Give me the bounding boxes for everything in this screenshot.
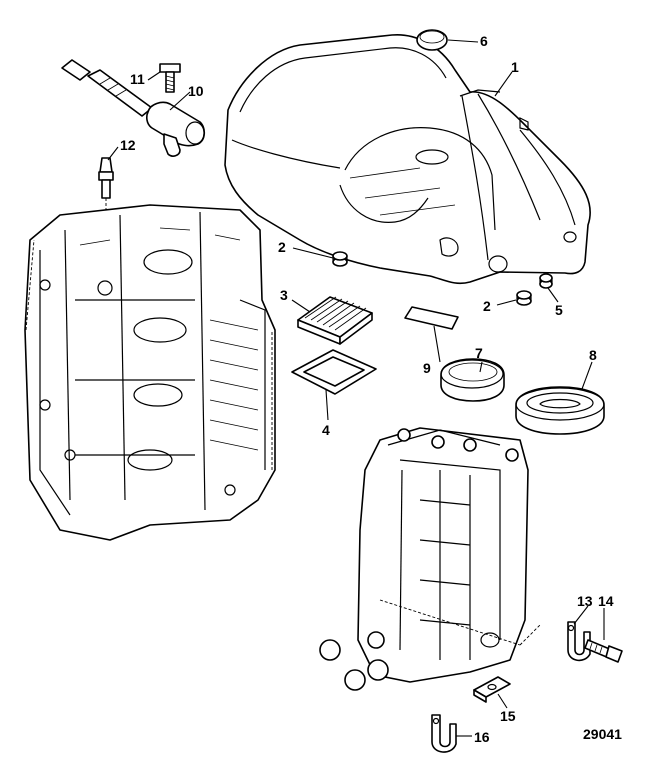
grommet-part-2-lower	[516, 290, 532, 306]
callout-1: 1	[511, 59, 519, 75]
callout-11: 11	[130, 71, 145, 87]
leader-1	[494, 71, 513, 97]
grommet-part-5	[539, 273, 553, 289]
callout-9: 9	[423, 360, 431, 376]
figure-number: 29041	[583, 726, 622, 742]
leader-7	[479, 361, 483, 373]
callout-16: 16	[474, 729, 490, 745]
seal-part-7	[440, 358, 505, 402]
seal-part-8	[515, 386, 605, 435]
callout-leaders	[107, 39, 605, 737]
callout-8: 8	[589, 347, 597, 363]
leader-6	[447, 39, 479, 43]
plug-part-6	[416, 29, 448, 51]
screw-part-11	[159, 63, 181, 93]
leader-8	[581, 361, 593, 390]
leader-3	[291, 299, 311, 313]
engine-block	[24, 204, 276, 541]
callout-13: 13	[577, 593, 593, 609]
callout-6: 6	[480, 33, 488, 49]
label-part-9	[404, 306, 459, 330]
sensor-part-10	[61, 59, 206, 157]
callout-5: 5	[555, 302, 563, 318]
clamp-part-16	[431, 714, 457, 753]
air-filter-part-3	[297, 296, 373, 345]
leader-15	[497, 693, 508, 709]
grommet-part-2-upper	[332, 251, 348, 267]
callout-14: 14	[598, 593, 614, 609]
callout-labels: 1 2 2 3 4 5 6 7 8 9 10 11 12 13 14 15 16	[120, 33, 614, 745]
cover-part-1	[224, 34, 591, 285]
callout-15: 15	[500, 708, 516, 724]
leader-13	[573, 605, 589, 625]
gasket-part-4	[291, 349, 377, 395]
screw-part-14	[584, 639, 623, 663]
callout-2-lower: 2	[483, 298, 491, 314]
leader-5	[547, 287, 559, 303]
leader-9	[433, 325, 441, 363]
callout-3: 3	[280, 287, 288, 303]
callout-12: 12	[120, 137, 136, 153]
leader-11	[147, 71, 161, 81]
callout-4: 4	[322, 422, 330, 438]
leader-12	[107, 146, 119, 161]
plate-part-15	[473, 676, 511, 703]
callout-7: 7	[475, 345, 483, 361]
leader-2-upper	[292, 247, 334, 259]
callout-10: 10	[188, 83, 204, 99]
leader-10	[169, 91, 191, 111]
leader-4	[325, 389, 329, 421]
intake-manifold	[319, 427, 541, 691]
callout-2-upper: 2	[278, 239, 286, 255]
clamp-part-13	[567, 621, 591, 662]
leader-2-lower	[496, 299, 517, 306]
